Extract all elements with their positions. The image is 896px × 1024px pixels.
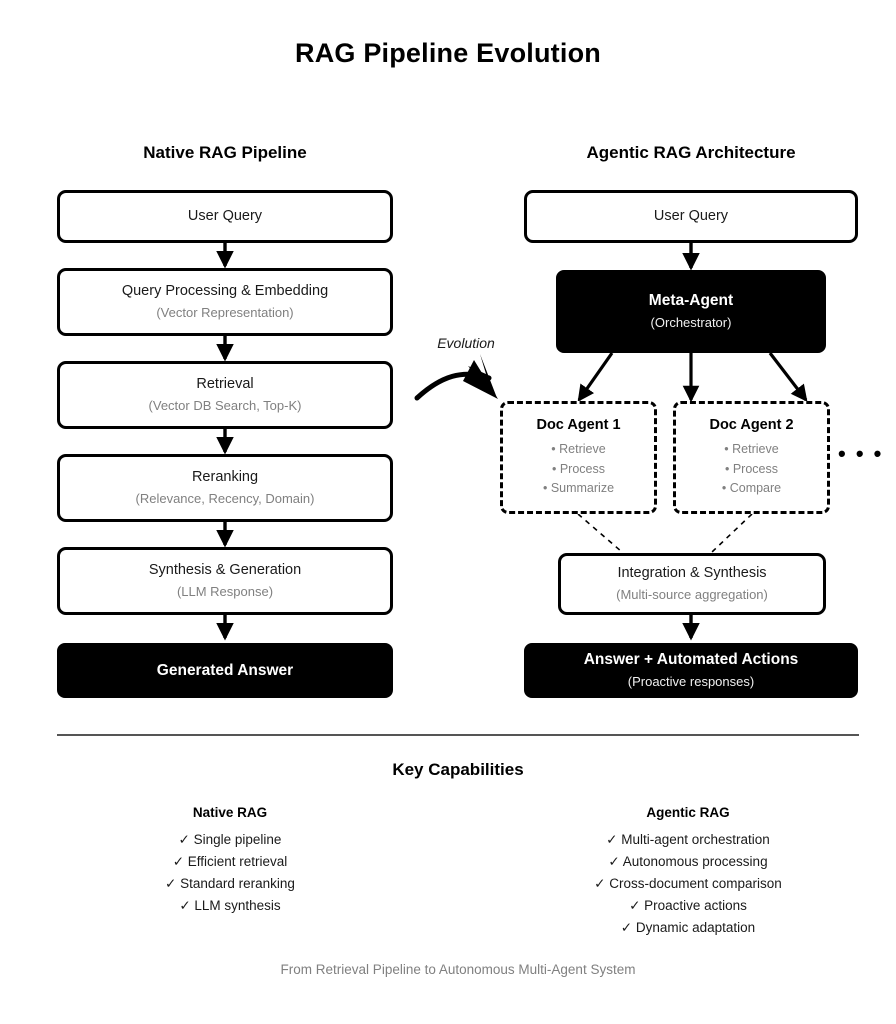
node-integration-synthesis[interactable]: Integration & Synthesis (Multi-source ag… xyxy=(558,553,826,615)
evolution-label: Evolution xyxy=(437,335,495,351)
more-agents-ellipsis-icon: • • • xyxy=(838,441,884,466)
list-item: • Process xyxy=(551,461,605,476)
node-title: User Query xyxy=(653,208,729,225)
node-synthesis-generation[interactable]: Synthesis & Generation (LLM Response) xyxy=(57,547,393,615)
list-item: • Summarize xyxy=(542,481,615,496)
meta-agent-fanout-arrows xyxy=(577,352,808,403)
node-title: Synthesis & Generation xyxy=(148,562,302,579)
capabilities-left-list: ✓ Single pipeline ✓ Efficient retrieval … xyxy=(130,832,330,914)
capabilities-left-heading: Native RAG xyxy=(192,805,268,820)
node-subtitle: (Relevance, Recency, Domain) xyxy=(135,490,315,506)
node-subtitle: (LLM Response) xyxy=(176,583,274,599)
list-item: ✓ Proactive actions xyxy=(629,898,747,913)
node-retrieval[interactable]: Retrieval (Vector DB Search, Top-K) xyxy=(57,361,393,429)
right-column-heading: Agentic RAG Architecture xyxy=(586,143,796,162)
node-title: Query Processing & Embedding xyxy=(121,283,329,300)
node-subtitle: (Orchestrator) xyxy=(650,314,732,330)
list-item: • Compare xyxy=(721,481,782,496)
node-reranking[interactable]: Reranking (Relevance, Recency, Domain) xyxy=(57,454,393,522)
node-title: User Query xyxy=(187,208,263,225)
node-generated-answer[interactable]: Generated Answer xyxy=(57,643,393,698)
agent-capability-list: • Retrieve • Process • Compare xyxy=(722,442,781,497)
agent-title: Doc Agent 1 xyxy=(536,417,621,433)
node-title: Integration & Synthesis xyxy=(617,565,767,582)
node-subtitle: (Vector Representation) xyxy=(156,304,294,320)
footer-caption: From Retrieval Pipeline to Autonomous Mu… xyxy=(280,962,636,977)
list-item: ✓ Cross-document comparison xyxy=(594,876,782,891)
node-title: Reranking xyxy=(191,469,259,486)
evolution-arrow xyxy=(414,354,498,401)
section-divider xyxy=(57,734,859,736)
node-query-processing[interactable]: Query Processing & Embedding (Vector Rep… xyxy=(57,268,393,336)
node-doc-agent-1[interactable]: Doc Agent 1 • Retrieve • Process • Summa… xyxy=(500,401,657,514)
list-item: • Retrieve xyxy=(724,442,779,456)
capabilities-right-list: ✓ Multi-agent orchestration ✓ Autonomous… xyxy=(588,832,788,936)
list-item: ✓ LLM synthesis xyxy=(179,898,281,913)
agent-title: Doc Agent 2 xyxy=(709,417,794,433)
node-user-query-agentic[interactable]: User Query xyxy=(524,190,858,243)
list-item: ✓ Efficient retrieval xyxy=(172,854,288,869)
list-item: ✓ Multi-agent orchestration xyxy=(606,832,770,847)
node-user-query-native[interactable]: User Query xyxy=(57,190,393,243)
node-subtitle: (Multi-source aggregation) xyxy=(616,586,768,602)
left-column-heading: Native RAG Pipeline xyxy=(143,143,307,162)
node-meta-agent[interactable]: Meta-Agent (Orchestrator) xyxy=(556,270,826,353)
node-title: Retrieval xyxy=(196,376,254,393)
node-answer-automated-actions[interactable]: Answer + Automated Actions (Proactive re… xyxy=(524,643,858,698)
agent-capability-list: • Retrieve • Process • Summarize xyxy=(543,442,614,497)
node-title: Answer + Automated Actions xyxy=(583,651,799,669)
agent-integration-connectors xyxy=(577,513,753,553)
list-item: • Retrieve xyxy=(551,442,606,456)
node-title: Generated Answer xyxy=(156,661,294,679)
node-subtitle: (Proactive responses) xyxy=(627,673,755,689)
page-title: RAG Pipeline Evolution xyxy=(295,38,601,68)
node-subtitle: (Vector DB Search, Top-K) xyxy=(148,397,302,413)
list-item: ✓ Dynamic adaptation xyxy=(620,920,756,935)
node-title: Meta-Agent xyxy=(648,292,734,310)
list-item: ✓ Standard reranking xyxy=(165,876,295,891)
list-item: ✓ Single pipeline xyxy=(178,832,282,847)
node-doc-agent-2[interactable]: Doc Agent 2 • Retrieve • Process • Compa… xyxy=(673,401,830,514)
list-item: ✓ Autonomous processing xyxy=(608,854,768,869)
capabilities-right-heading: Agentic RAG xyxy=(646,805,730,820)
list-item: • Process xyxy=(724,461,778,476)
capabilities-heading: Key Capabilities xyxy=(392,760,524,779)
